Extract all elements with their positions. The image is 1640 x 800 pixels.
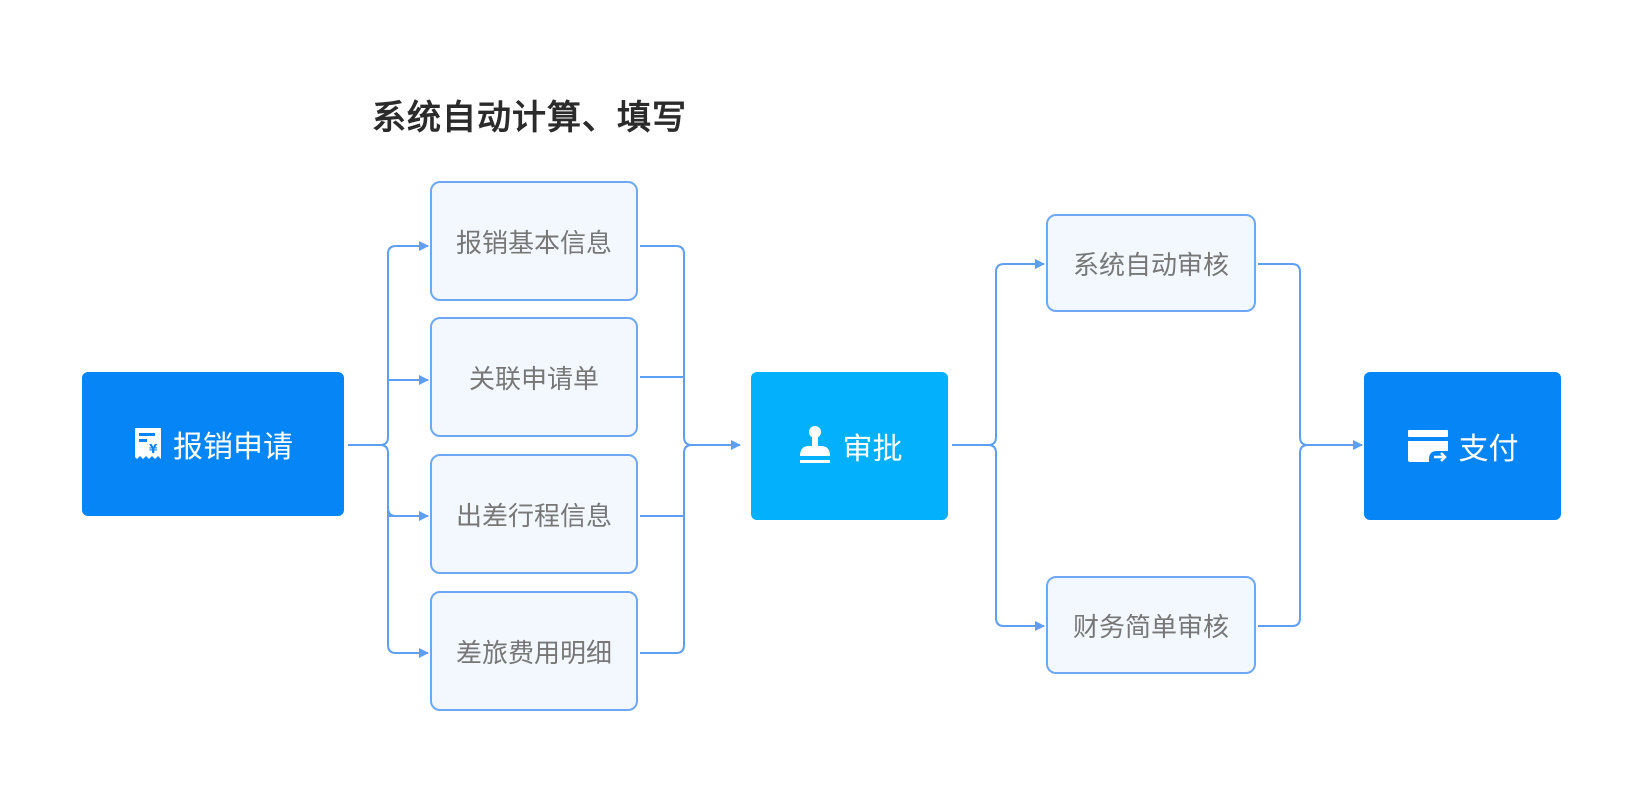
connector-approve-review1 [952,259,1045,446]
connector-item4-merge [640,444,693,654]
section-title: 系统自动计算、填写 [372,98,687,138]
connector-apply-item3 [387,453,428,516]
auto-fill-item[interactable]: 报销基本信息 [430,181,638,301]
item-label: 关联申请单 [468,364,599,395]
connector-review2-pay [1258,444,1309,627]
node-apply-label: 报销申请 [173,430,293,465]
connector-apply-item4 [387,453,429,658]
item-label: 系统自动审核 [1072,250,1229,281]
auto-fill-item[interactable]: 出差行程信息 [430,454,638,574]
card-transfer-icon [1407,429,1449,463]
review-item[interactable]: 财务简单审核 [1046,576,1256,674]
node-apply[interactable]: ¥ 报销申请 [82,372,344,516]
node-approve-label: 审批 [842,432,903,467]
auto-fill-item[interactable]: 关联申请单 [430,317,638,437]
auto-fill-item[interactable]: 差旅费用明细 [430,591,638,711]
receipt-icon: ¥ [133,426,163,462]
node-pay[interactable]: 支付 [1364,372,1561,520]
connector-approve-review2 [987,444,1045,631]
stamp-icon [797,424,833,468]
node-pay-label: 支付 [1458,432,1519,467]
connector-review1-pay [1258,263,1363,450]
item-label: 报销基本信息 [455,228,612,259]
item-label: 出差行程信息 [455,501,612,532]
svg-text:¥: ¥ [149,442,158,456]
connector-apply-branch [348,241,429,446]
node-approve[interactable]: 审批 [751,372,948,520]
connector-item1-merge [640,245,741,450]
item-label: 财务简单审核 [1072,612,1229,643]
item-label: 差旅费用明细 [455,638,612,669]
review-item[interactable]: 系统自动审核 [1046,214,1256,312]
